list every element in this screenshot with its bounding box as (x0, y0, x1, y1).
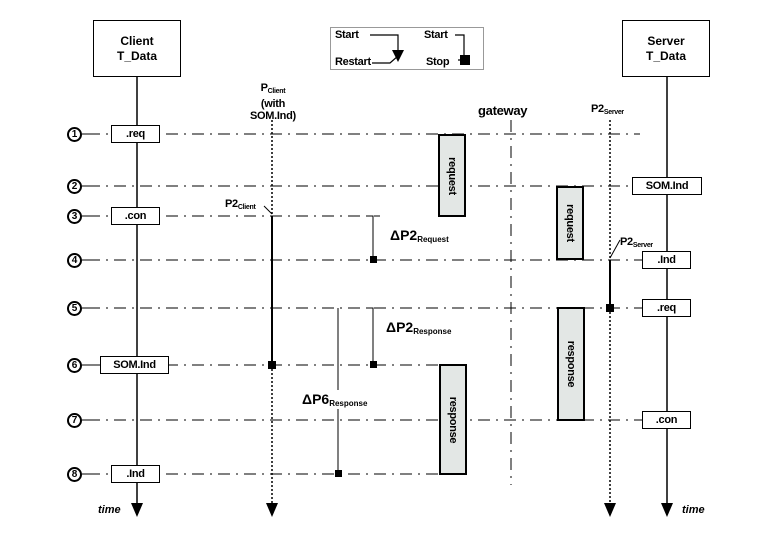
p2-server-timer-label: P2Server (620, 236, 653, 249)
client-time-label: time (98, 504, 121, 516)
step-5: 5 (67, 301, 82, 316)
message-request-right: request (556, 186, 584, 260)
dp2-response-stop (370, 361, 377, 368)
p2-client-timer-label: P2Client (225, 198, 256, 211)
step-1: 1 (67, 127, 82, 142)
dp2-request-label: ΔP2Request (386, 226, 453, 245)
p2-server-arrow (604, 503, 616, 517)
server-time-label: time (682, 504, 705, 516)
p2-client-pointer (263, 205, 273, 215)
message-response-left: response (439, 364, 467, 475)
legend-arrow-head (392, 50, 404, 62)
client-entity-name: Client (120, 33, 154, 48)
p2-server-stop-marker (606, 304, 614, 312)
step-2: 2 (67, 179, 82, 194)
p2-client-stop-marker (268, 361, 276, 369)
step-7: 7 (67, 413, 82, 428)
legend-left-restart: Restart (335, 56, 371, 68)
p2-server-label: P2Server (591, 103, 624, 116)
client-entity-type: T_Data (116, 48, 157, 63)
message-response-right: response (557, 307, 585, 421)
legend-right-stop: Stop (426, 56, 450, 68)
dp2-request-timer (367, 215, 374, 260)
client-primitive-req: .req (111, 125, 160, 143)
step-6: 6 (67, 358, 82, 373)
p-client-arrow (266, 503, 278, 517)
server-primitive-ind: .Ind (642, 251, 691, 269)
dp2-response-timer (367, 307, 374, 365)
legend-stop-square (460, 55, 470, 65)
legend-left-start: Start (335, 29, 359, 41)
step-8: 8 (67, 467, 82, 482)
client-primitive-ind: .Ind (111, 465, 160, 483)
client-primitive-som-ind: SOM.Ind (100, 356, 169, 374)
legend-right-start: Start (424, 29, 448, 41)
step-3: 3 (67, 209, 82, 224)
client-primitive-con: .con (111, 207, 160, 225)
legend-box (330, 27, 484, 70)
dp2-response-label: ΔP2Response (382, 318, 456, 337)
server-primitive-con: .con (642, 411, 691, 429)
server-primitive-som-ind: SOM.Ind (632, 177, 702, 195)
server-entity-type: T_Data (645, 48, 686, 63)
server-primitive-req: .req (642, 299, 691, 317)
dp6-response-label: ΔP6Response (298, 390, 372, 409)
p2-server-pointer (609, 239, 621, 259)
dp6-response-stop (335, 470, 342, 477)
step-4: 4 (67, 253, 82, 268)
dp2-request-stop (370, 256, 377, 263)
server-entity-box: Server T_Data (622, 20, 710, 77)
p-client-label: PClient (with SOM.Ind) (250, 82, 296, 122)
client-entity-box: Client T_Data (93, 20, 181, 77)
server-entity-name: Server (647, 33, 685, 48)
server-time-arrow (661, 503, 673, 517)
message-request-left: request (438, 134, 466, 217)
client-time-arrow (131, 503, 143, 517)
gateway-label: gateway (478, 103, 528, 118)
